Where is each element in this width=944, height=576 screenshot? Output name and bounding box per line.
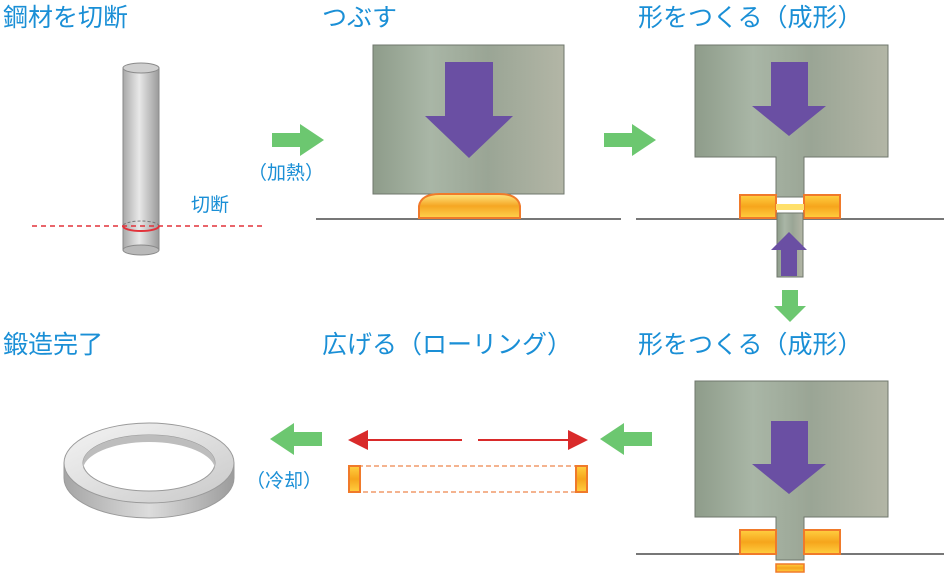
form-2-billet-right (803, 529, 841, 555)
form-1-billet-web (776, 204, 804, 210)
step-label-cut: 鋼材を切断 (3, 3, 129, 32)
process-arrow-3-icon (774, 290, 806, 322)
process-arrow-1-icon (272, 124, 324, 156)
cut-point-label: 切断 (191, 194, 230, 216)
form-1-billet-left (739, 194, 777, 219)
step-label-form-2: 形をつくる（成形） (638, 330, 863, 359)
form-1-punch-arrow-icon (771, 232, 807, 276)
step-label-form-1: 形をつくる（成形） (638, 3, 863, 32)
process-arrow-4-icon (600, 423, 652, 455)
step-label-roll: 広げる（ローリング） (322, 330, 573, 359)
form-1-billet-right (803, 194, 841, 219)
finished-ring (63, 422, 235, 519)
process-arrow-5-icon (270, 423, 322, 455)
rolling-ring-outline (357, 465, 579, 493)
cut-ring-mark (122, 225, 160, 232)
crushed-billet (418, 193, 521, 219)
form-2-billet-left (739, 529, 777, 555)
step-label-crush: つぶす (322, 3, 398, 32)
crush-press-arrow-icon (425, 62, 513, 158)
form-2-press-arrow-icon (752, 421, 826, 494)
rolling-ring-left-section (348, 465, 361, 493)
process-arrow-2-icon (604, 124, 656, 156)
cooling-label: （冷却） (246, 470, 323, 492)
step-label-done: 鍛造完了 (3, 330, 104, 359)
form-2-slug (775, 563, 805, 573)
form-1-press-arrow-icon (752, 62, 826, 136)
rolling-ring-right-section (575, 465, 588, 493)
heating-label: （加熱） (248, 162, 325, 184)
steel-bar (122, 62, 160, 256)
